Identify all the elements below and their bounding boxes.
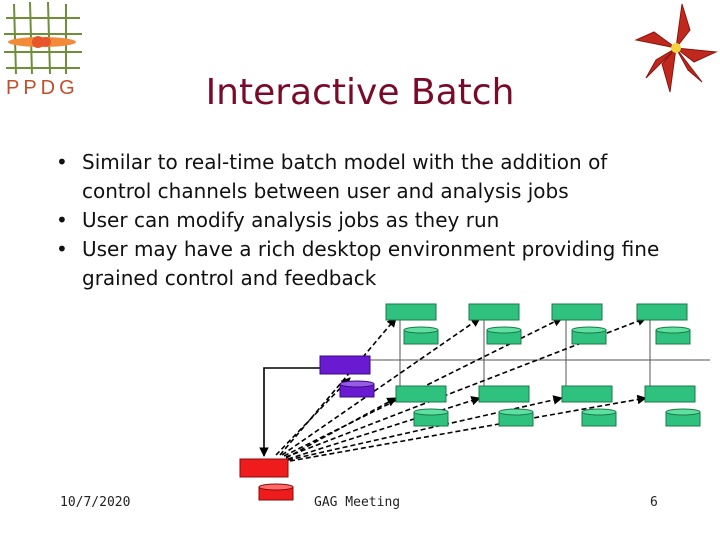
storage-disk — [403, 326, 439, 345]
bullet-item: User can modify analysis jobs as they ru… — [54, 206, 674, 235]
bullet-item: Similar to real-time batch model with th… — [54, 148, 674, 206]
bullet-list: Similar to real-time batch model with th… — [54, 148, 674, 293]
compute-node — [561, 385, 613, 403]
compute-node — [395, 385, 447, 403]
channel-line — [285, 397, 397, 459]
page-title: Interactive Batch — [205, 72, 515, 113]
compute-node — [636, 303, 688, 321]
storage-disk — [665, 408, 701, 427]
storage-disk — [413, 408, 449, 427]
channel-line — [275, 377, 351, 456]
controller-node — [319, 355, 375, 398]
compute-row-top — [385, 303, 691, 345]
ppdg-logo-icon: PPDG — [4, 1, 82, 99]
network-lines — [370, 320, 710, 388]
channel-line — [281, 317, 481, 456]
trillium-flower-icon — [634, 3, 718, 93]
compute-node — [468, 303, 520, 321]
storage-disk — [571, 326, 607, 345]
channel-line — [279, 317, 397, 456]
storage-disk — [655, 326, 691, 345]
channel-line — [289, 394, 647, 462]
compute-node — [478, 385, 530, 403]
compute-node — [551, 303, 603, 321]
storage-disk — [581, 408, 617, 427]
storage-disk — [486, 326, 522, 345]
compute-node — [385, 303, 437, 321]
footer-date: 10/7/2020 — [60, 495, 131, 510]
channel-line — [287, 396, 481, 460]
user-desktop-node — [239, 458, 294, 501]
bullet-item: User may have a rich desktop environment… — [54, 235, 674, 293]
footer-title: GAG Meeting — [314, 495, 401, 510]
channel-line — [287, 395, 563, 461]
logo-text: PPDG — [6, 77, 79, 99]
page-number: 6 — [650, 495, 658, 510]
compute-row-bottom — [395, 385, 701, 427]
compute-node — [644, 385, 696, 403]
control-channel-line — [259, 367, 320, 457]
storage-disk — [498, 408, 534, 427]
